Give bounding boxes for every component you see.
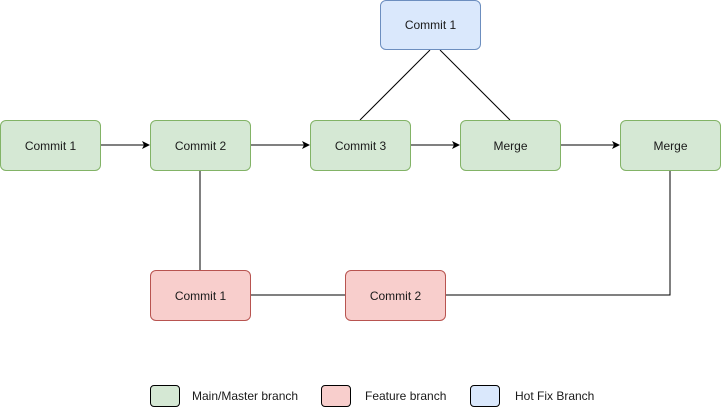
main-commit-3-node: Commit 3: [310, 120, 411, 171]
main-merge-1-node: Merge: [460, 120, 561, 171]
main-commit-1-node: Commit 1: [0, 120, 101, 171]
node-label: Merge: [653, 138, 688, 153]
node-label: Commit 1: [404, 18, 457, 32]
edge-hotfix-to-merge1: [439, 49, 511, 121]
legend-swatch-main: [150, 385, 180, 407]
node-label: Merge: [493, 138, 528, 153]
node-label: Commit 3: [334, 138, 387, 153]
legend-label-main: Main/Master branch: [192, 389, 299, 403]
legend-swatch-feature: [321, 385, 351, 407]
feature-commit-1-node: Commit 1: [150, 270, 251, 321]
feature-commit-2-node: Commit 2: [345, 270, 446, 321]
node-label: Commit 2: [369, 288, 422, 303]
node-label: Commit 1: [174, 288, 227, 303]
edge-feature-to-merge2: [445, 170, 671, 296]
legend-label-feature: Feature branch: [365, 389, 447, 403]
node-label: Commit 2: [174, 138, 227, 153]
legend-label-hotfix: Hot Fix Branch: [515, 389, 595, 403]
hotfix-commit-1-node: Commit 1: [380, 0, 481, 50]
main-commit-2-node: Commit 2: [150, 120, 251, 171]
node-label: Commit 1: [24, 138, 77, 153]
legend-swatch-hotfix: [470, 385, 500, 407]
edge-hotfix-from-commit3: [359, 49, 431, 121]
main-merge-2-node: Merge: [620, 120, 721, 171]
